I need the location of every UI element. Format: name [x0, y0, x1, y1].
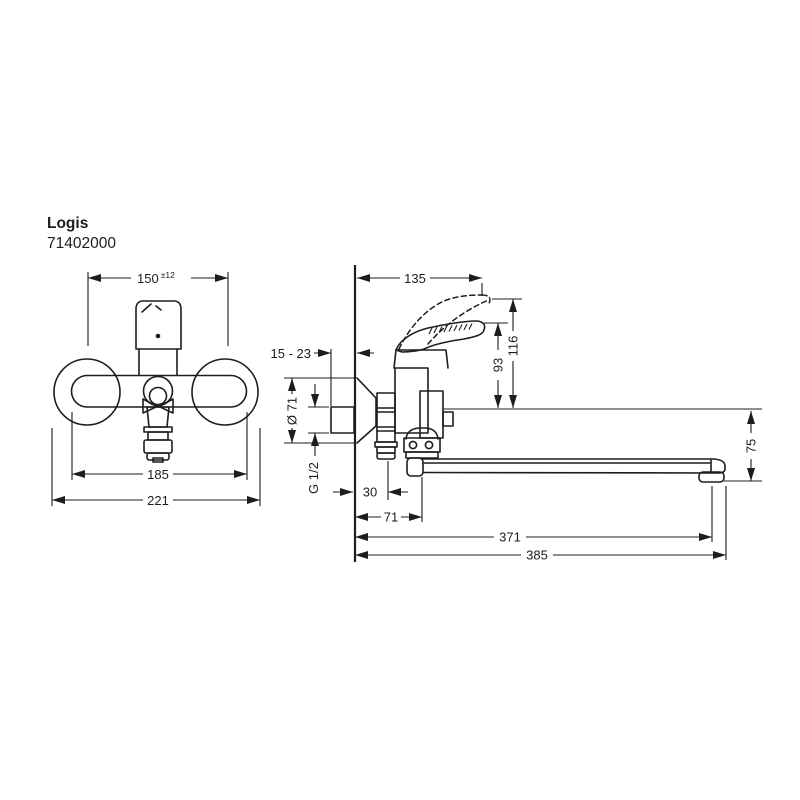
svg-text:71: 71 — [384, 510, 398, 525]
handle-hatching — [428, 323, 473, 335]
product-series: Logis — [47, 215, 88, 232]
handle-dot — [155, 333, 161, 339]
svg-text:Ø 71: Ø 71 — [285, 397, 300, 425]
spout-nut-shoulder — [405, 427, 439, 440]
article-number: 71402000 — [47, 235, 116, 252]
spout-mouth — [698, 471, 725, 483]
svg-text:75: 75 — [744, 439, 759, 453]
svg-text:G 1/2: G 1/2 — [306, 462, 321, 494]
cartridge-inner — [148, 386, 168, 406]
dim-spout-drop: 75 — [724, 411, 762, 482]
shower-outlet-band — [376, 446, 396, 454]
svg-text:185: 185 — [147, 467, 169, 482]
svg-text:371: 371 — [499, 530, 521, 545]
body-boss — [442, 411, 454, 427]
cartridge-outer — [142, 375, 174, 407]
svg-text:30: 30 — [363, 485, 377, 500]
svg-text:150±12: 150±12 — [137, 270, 175, 286]
handle-side-closed — [395, 320, 486, 353]
svg-text:135: 135 — [404, 271, 426, 286]
handle-side-open — [398, 294, 491, 350]
svg-text:385: 385 — [526, 548, 548, 563]
escutcheon-side — [356, 377, 377, 444]
dim-handle-height-closed: 93 — [484, 322, 508, 408]
dim-overall-width: 221 — [51, 428, 261, 508]
dim-wall-adjustment: 15 - 23 — [271, 346, 374, 406]
outlet-body — [143, 439, 173, 454]
svg-text:93: 93 — [491, 358, 506, 372]
dim-connection-thread: G 1/2 — [306, 384, 329, 494]
dim-spout-reach: 371 — [355, 486, 713, 545]
dim-spout-axis-offset: 71 — [355, 477, 423, 525]
union-nut — [376, 392, 396, 443]
dim-overall-depth: 385 — [355, 486, 727, 563]
shower-outlet-cap — [376, 452, 396, 460]
handle-neck — [138, 348, 178, 376]
outlet-band — [147, 431, 169, 441]
spout-nut-flange — [405, 451, 439, 459]
dim-depth-to-handle: 135 — [357, 271, 483, 296]
dim-shower-outlet-offset: 30 — [333, 461, 408, 500]
dim-body-width: 185 — [71, 412, 248, 482]
escutcheon-right — [191, 358, 259, 426]
mixer-body-front — [70, 374, 248, 408]
wall-union — [330, 406, 355, 434]
escutcheon-left — [53, 358, 121, 426]
svg-text:15 - 23: 15 - 23 — [271, 346, 311, 361]
mixer-body-side — [394, 367, 429, 434]
handle-front — [135, 300, 182, 350]
valve-housing — [419, 390, 444, 439]
lever-front — [142, 398, 174, 414]
outlet-cap — [146, 452, 170, 461]
side-view: 135 15 - 23 Ø 71 G 1/2 30 — [271, 265, 762, 563]
front-view: 150±12 185 221 — [51, 270, 261, 508]
outlet-nipple — [152, 457, 164, 463]
handle-crease — [141, 303, 162, 313]
svg-text:221: 221 — [147, 493, 169, 508]
dim-escutcheon-diameter: Ø 71 — [284, 377, 356, 444]
svg-text:116: 116 — [506, 336, 521, 357]
spout — [406, 457, 726, 483]
dim-handle-height-open: 116 — [492, 298, 522, 408]
dim-connection-distance: 150±12 — [87, 270, 229, 346]
